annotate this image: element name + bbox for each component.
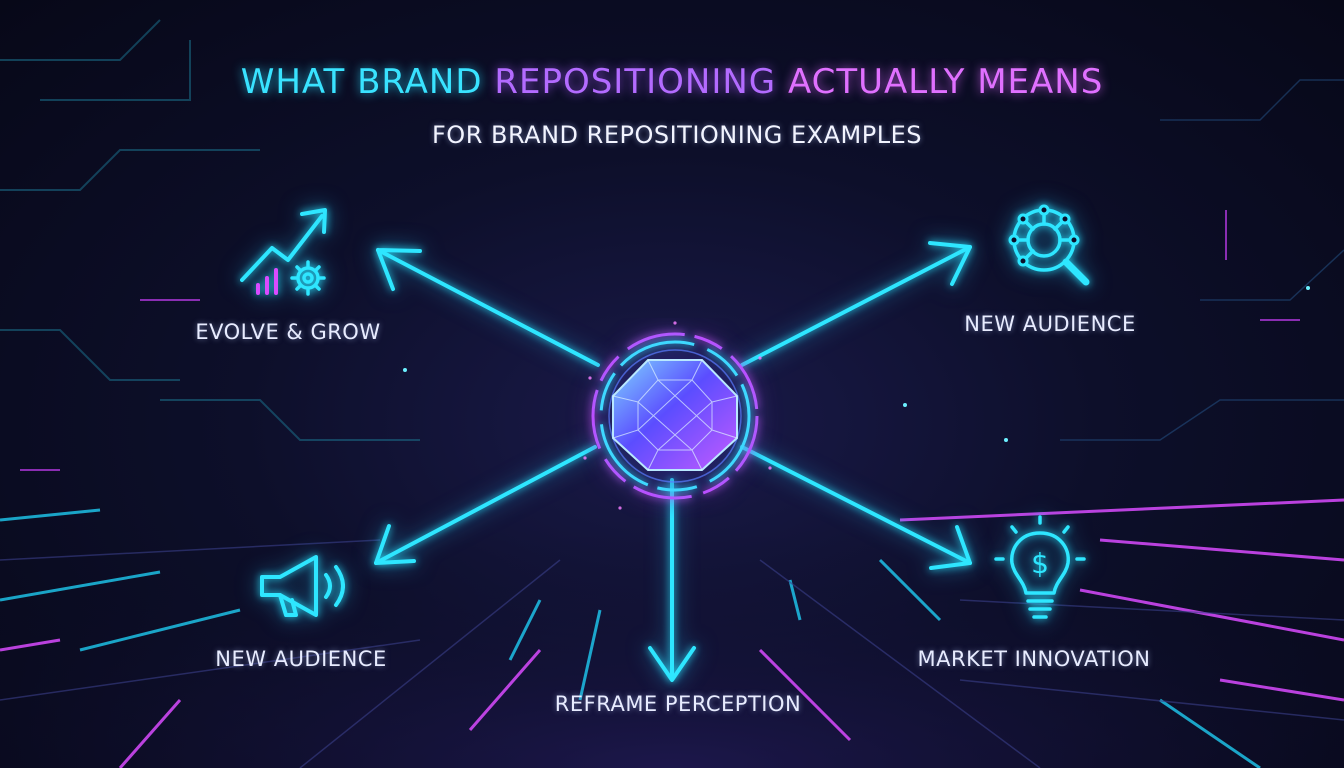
lightbulb-dollar-icon: $ [994, 515, 1086, 619]
svg-text:$: $ [1031, 547, 1049, 580]
label-new-audience-bottom: NEW AUDIENCE [215, 647, 387, 671]
arrow-new-audience-top [740, 245, 972, 367]
label-evolve-grow: EVOLVE & GROW [195, 320, 381, 344]
arrow-new-audience-bottom [374, 445, 597, 565]
diagram-title: WHAT BRAND REPOSITIONING ACTUALLY MEANS [0, 62, 1344, 102]
label-reframe-perception: REFRAME PERCEPTION [554, 692, 802, 716]
diagram-subtitle: FOR BRAND REPOSITIONING EXAMPLES [432, 121, 922, 149]
title-part-2: REPOSITIONING [494, 62, 788, 102]
label-market-innovation: MARKET INNOVATION [917, 647, 1151, 671]
title-part-1: WHAT BRAND [240, 62, 495, 102]
arrow-evolve-grow [376, 248, 600, 367]
arrow-market-innovation [740, 445, 972, 565]
gem-icon [575, 318, 775, 516]
label-new-audience-top: NEW AUDIENCE [964, 312, 1136, 336]
growth-chart-gear-icon [240, 208, 327, 296]
title-part-3: ACTUALLY MEANS [787, 62, 1104, 102]
network-magnifier-icon [1008, 204, 1090, 286]
megaphone-icon [260, 555, 345, 617]
